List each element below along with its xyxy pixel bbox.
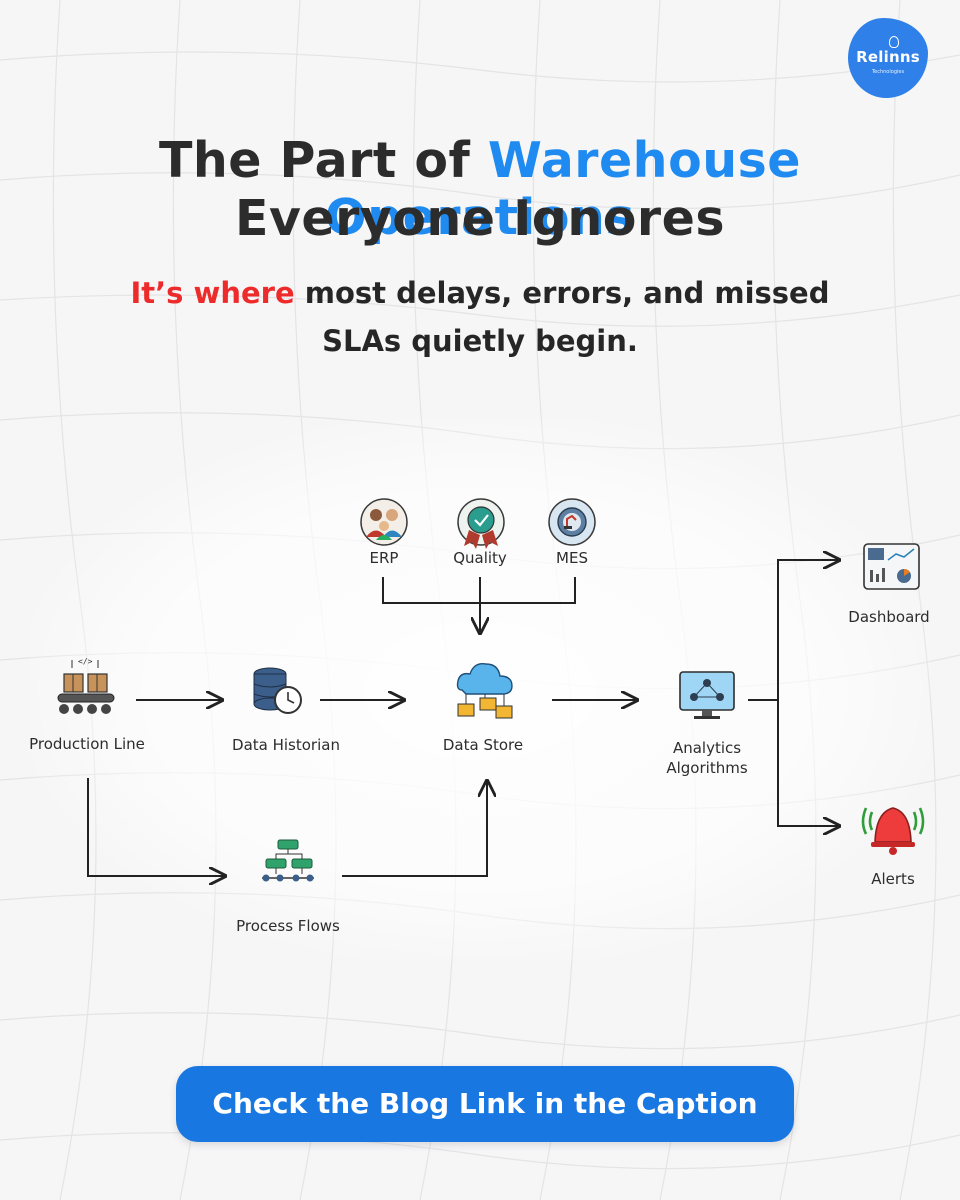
node-label-alerts: Alerts [871,870,915,888]
people-icon [360,498,408,546]
svg-text:</>: </> [78,657,93,666]
node-label-dashboard: Dashboard [848,608,930,626]
headline-accent: Warehouse Operations [324,132,802,246]
node-label-mes: MES [556,549,588,567]
connector-production-to-processflows [87,778,225,876]
company-logo: Relinns Technologies [848,18,928,98]
lightbulb-icon [889,36,899,48]
node-label-process-flows: Process Flows [236,917,340,935]
subheadline-highlight: It’s where [130,276,295,310]
subheadline-rest: most delays, errors, and missed [304,276,830,310]
dashboard-panel-icon [863,543,920,590]
subheadline-line-1: It’s where most delays, errors, and miss… [0,276,960,310]
gear-robot-icon [548,498,596,546]
conveyor-boxes-icon: </> [57,657,115,714]
node-label-production-line: Production Line [29,735,145,753]
database-clock-icon [253,667,302,714]
connector-to-alerts [777,700,839,826]
cloud-folders-icon [456,663,513,719]
monitor-network-icon [679,671,735,719]
connector-to-dashboard [777,560,839,700]
connector-processflows-to-datastore [342,781,487,877]
alarm-bell-icon [861,807,925,855]
node-label-data-historian: Data Historian [232,736,340,754]
node-label-analytics-algorithms: Analytics Algorithms [666,739,748,777]
logo-tagline: Technologies [871,69,905,75]
node-label-quality: Quality [453,549,507,567]
quality-badge-icon [457,498,505,549]
flowchart-icon [262,839,314,882]
subheadline-line-2: SLAs quietly begin. [322,324,638,358]
blog-link-button[interactable]: Check the Blog Link in the Caption [176,1066,794,1142]
logo-brand: Relinns [856,48,920,66]
headline-line-1: The Part of Warehouse Operations [0,132,960,246]
node-label-erp: ERP [369,549,399,567]
node-label-data-store: Data Store [442,736,524,754]
headline-line-2: Everyone Ignores [234,190,725,247]
headline-prefix: The Part of [158,132,471,189]
